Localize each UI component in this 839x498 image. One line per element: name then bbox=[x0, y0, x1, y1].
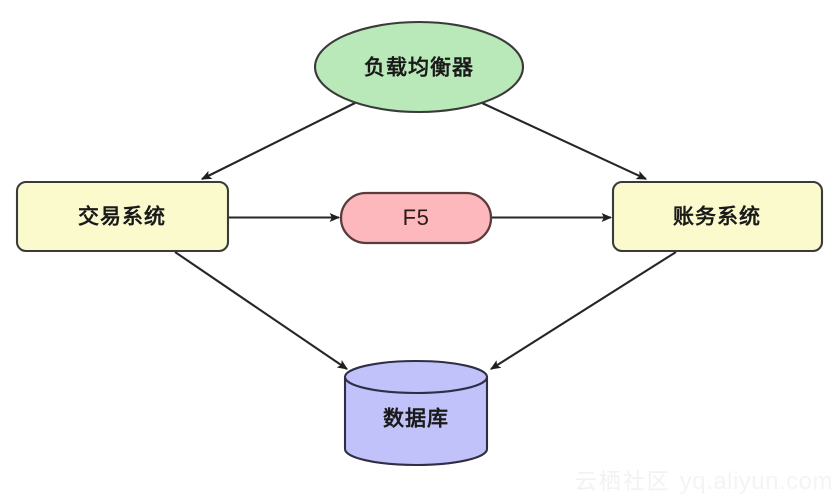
node-load-balancer[interactable]: 负载均衡器 bbox=[313, 20, 525, 114]
f5-stadium-shape bbox=[339, 191, 493, 245]
edge-load-balancer-to-trading-system bbox=[201, 102, 356, 180]
load-balancer-label: 负载均衡器 bbox=[364, 56, 474, 80]
node-accounting-system[interactable]: 账务系统 bbox=[611, 180, 824, 253]
edge-accounting-system-to-database bbox=[490, 251, 677, 370]
load-balancer-ellipse-shape bbox=[313, 20, 525, 114]
edge-load-balancer-to-accounting-system bbox=[481, 102, 647, 180]
database-cylinder-body-shape bbox=[343, 375, 489, 467]
accounting-system-label: 账务系统 bbox=[673, 205, 761, 229]
node-f5[interactable]: F5 bbox=[339, 191, 493, 245]
node-trading-system[interactable]: 交易系统 bbox=[15, 180, 230, 253]
database-label: 数据库 bbox=[383, 407, 449, 431]
trading-system-box-shape bbox=[15, 180, 230, 253]
accounting-system-box-shape bbox=[611, 180, 824, 253]
database-cylinder-top-shape bbox=[343, 359, 489, 395]
f5-label: F5 bbox=[403, 205, 430, 230]
node-database[interactable]: 数据库 bbox=[343, 359, 489, 467]
edge-trading-system-to-database bbox=[174, 251, 348, 370]
trading-system-label: 交易系统 bbox=[78, 205, 166, 229]
edge-layer bbox=[174, 102, 677, 370]
